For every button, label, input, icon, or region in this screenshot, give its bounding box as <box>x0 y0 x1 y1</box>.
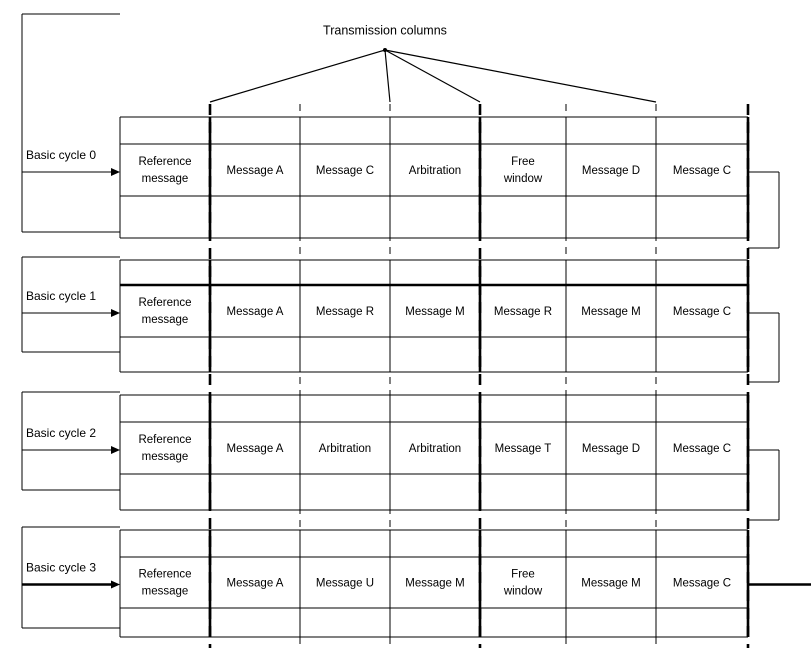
slot-cell: Message D <box>582 165 640 177</box>
slot-cell: Free window <box>503 156 543 185</box>
slot-label: Message U <box>316 578 374 590</box>
transmission-columns-title: Transmission columns <box>323 23 447 37</box>
slot-label-line: Free <box>511 156 535 168</box>
slot-cell: Message C <box>316 165 374 177</box>
slot-label: Message R <box>494 306 552 318</box>
slot-label: Message C <box>673 165 731 177</box>
table-horizontal-lines <box>120 116 748 638</box>
cycle-label-3: Basic cycle 3 <box>26 561 96 575</box>
transmission-column-fanout <box>209 48 657 103</box>
slot-label-line: message <box>142 451 189 463</box>
slot-cell: Message C <box>673 165 731 177</box>
slot-label: Message D <box>582 443 640 455</box>
slot-label: Message M <box>405 306 464 318</box>
slot-cell: Arbitration <box>319 443 371 455</box>
slot-cell: Message M <box>405 306 464 318</box>
slot-label: Message A <box>227 443 284 455</box>
slot-cell: Message T <box>495 443 552 455</box>
slot-cell: Message C <box>673 306 731 318</box>
slot-label-line: Reference <box>138 297 191 309</box>
slot-cell: Message A <box>227 165 284 177</box>
slot-cell: Message M <box>581 306 640 318</box>
slot-cell: Message D <box>582 443 640 455</box>
cycle-bracket-group <box>21 13 120 629</box>
slot-cell: Message C <box>673 578 731 590</box>
table-vertical-lines <box>119 104 750 648</box>
slot-label: Message M <box>405 578 464 590</box>
slot-cell: Arbitration <box>409 165 461 177</box>
slot-label-line: message <box>142 586 189 598</box>
slot-cell: Reference message <box>138 297 191 326</box>
slot-label-line: window <box>503 173 543 185</box>
slot-label-line: message <box>142 314 189 326</box>
slot-label: Message D <box>582 165 640 177</box>
slot-cell: Message A <box>227 306 284 318</box>
slot-label: Message A <box>227 306 284 318</box>
slot-label: Arbitration <box>319 443 371 455</box>
slot-cell: Reference message <box>138 156 191 185</box>
slot-cell: Message R <box>494 306 552 318</box>
slot-cell: Message M <box>405 578 464 590</box>
slot-label: Message C <box>673 578 731 590</box>
slot-cell: Reference message <box>138 569 191 598</box>
slot-label: Message T <box>495 443 552 455</box>
slot-label: Message C <box>673 306 731 318</box>
slot-label: Message A <box>227 165 284 177</box>
slot-cell: Message A <box>227 578 284 590</box>
slot-cell: Message R <box>316 306 374 318</box>
slot-label: Message M <box>581 578 640 590</box>
slot-cell: Message U <box>316 578 374 590</box>
slot-label: Message C <box>316 165 374 177</box>
cycle-label-0: Basic cycle 0 <box>26 148 96 162</box>
slot-label: Message R <box>316 306 374 318</box>
slot-label-line: window <box>503 586 543 598</box>
slot-label: Message C <box>673 443 731 455</box>
slot-label: Arbitration <box>409 165 461 177</box>
slot-label-line: message <box>142 173 189 185</box>
slot-label-line: Reference <box>138 569 191 581</box>
slot-label-line: Reference <box>138 434 191 446</box>
slot-cell: Message C <box>673 443 731 455</box>
slot-label-line: Free <box>511 569 535 581</box>
slot-cell: Reference message <box>138 434 191 463</box>
slot-label: Message A <box>227 578 284 590</box>
cycle-label-group: Basic cycle 0 Basic cycle 1 Basic cycle 2 B… <box>26 148 96 575</box>
slot-label: Arbitration <box>409 443 461 455</box>
cycle-label-2: Basic cycle 2 <box>26 426 96 440</box>
slot-cell: Arbitration <box>409 443 461 455</box>
slot-label-line: Reference <box>138 156 191 168</box>
cycle-loopback-group <box>748 171 811 586</box>
slot-label: Message M <box>581 306 640 318</box>
cycle-label-1: Basic cycle 1 <box>26 289 96 303</box>
slot-cell: Message A <box>227 443 284 455</box>
slot-cell: Free window <box>503 569 543 598</box>
slot-cell: Message M <box>581 578 640 590</box>
